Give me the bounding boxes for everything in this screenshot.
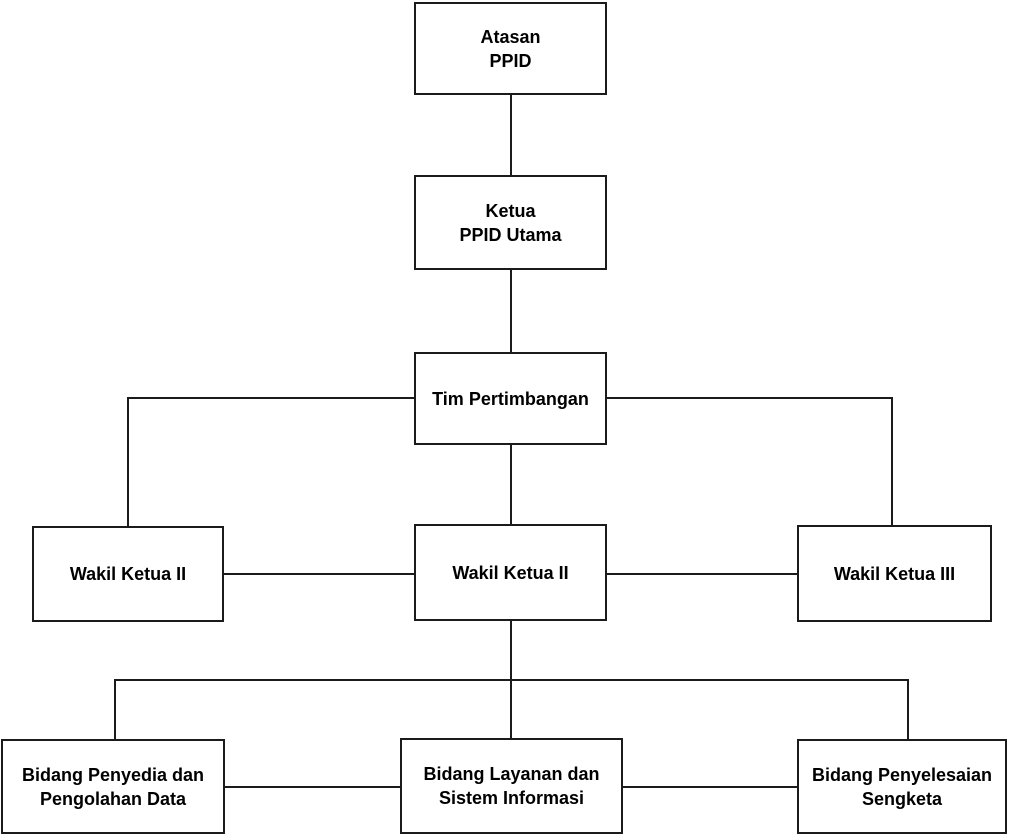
org-node-wakil-ketua-ii-left: Wakil Ketua II (32, 526, 224, 622)
connector-tim-right-horizontal (607, 397, 893, 399)
connector-bidang-left-center (225, 786, 400, 788)
org-node-atasan-ppid: Atasan PPID (414, 2, 607, 95)
connector-ketua-tim (510, 270, 512, 352)
connector-bidang-center-right (623, 786, 797, 788)
connector-tim-left-horizontal (127, 397, 414, 399)
connector-bidang-right-drop (907, 679, 909, 739)
org-node-ketua-ppid-utama: Ketua PPID Utama (414, 175, 607, 270)
connector-wakil-left-center (224, 573, 414, 575)
connector-wakil-center-right (607, 573, 797, 575)
org-node-wakil-ketua-iii: Wakil Ketua III (797, 525, 992, 622)
org-node-wakil-ketua-ii-center: Wakil Ketua II (414, 524, 607, 621)
org-node-tim-pertimbangan: Tim Pertimbangan (414, 352, 607, 445)
connector-tim-wakil-right-drop (891, 397, 893, 525)
connector-tim-wakil-left-drop (127, 397, 129, 526)
org-node-bidang-penyelesaian-sengketa: Bidang Penyelesaian Sengketa (797, 739, 1007, 834)
org-node-bidang-layanan-dan-sistem-informasi: Bidang Layanan dan Sistem Informasi (400, 738, 623, 834)
connector-bidang-horizontal-bus (114, 679, 909, 681)
org-node-bidang-penyedia-dan-pengolahan-data: Bidang Penyedia dan Pengolahan Data (1, 739, 225, 834)
connector-bidang-left-drop (114, 679, 116, 739)
connector-tim-wakil-center (510, 445, 512, 524)
connector-atasan-ketua (510, 95, 512, 175)
